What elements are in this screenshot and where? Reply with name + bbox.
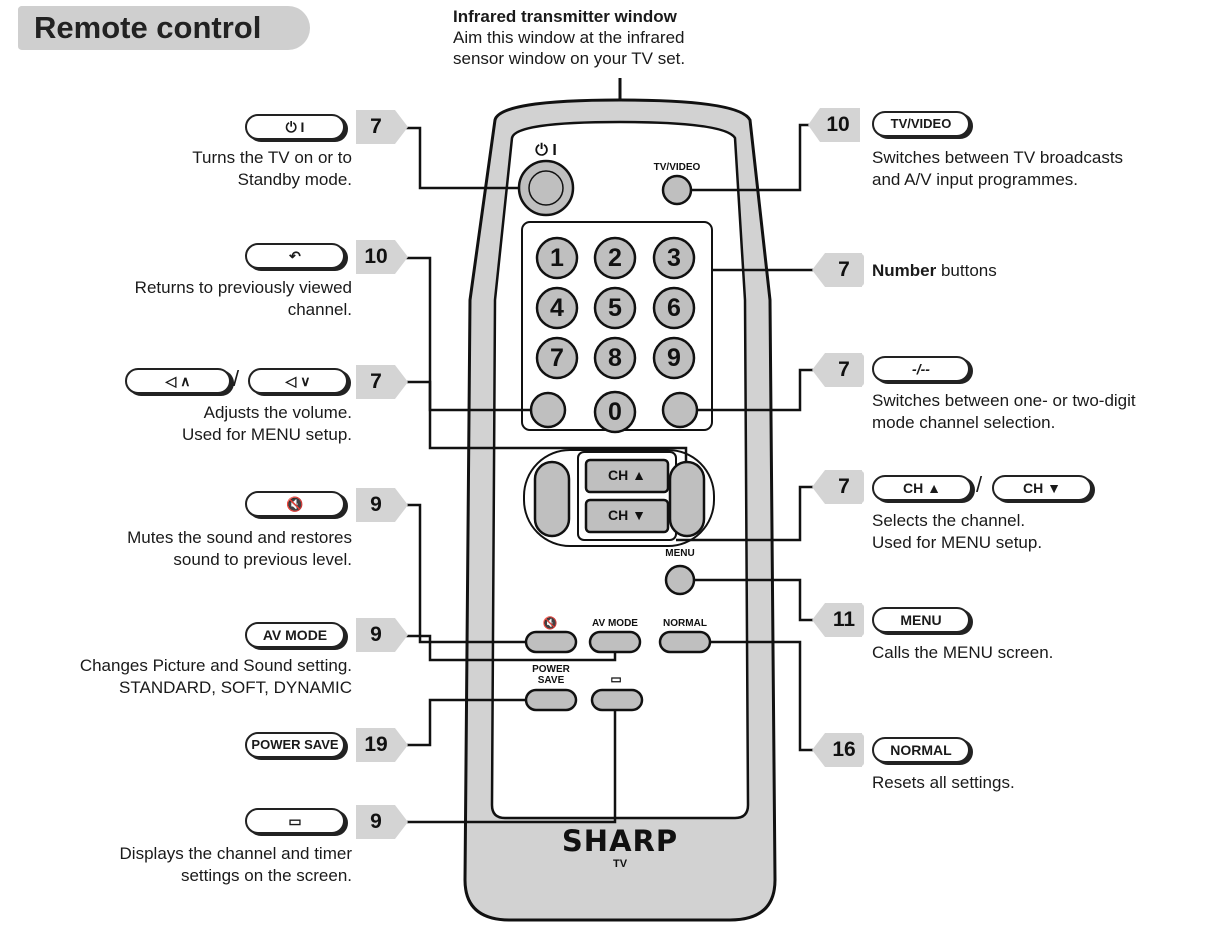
page-title: Remote control bbox=[18, 6, 310, 50]
power-desc2: Standby mode. bbox=[237, 170, 352, 189]
flashback-page: 10 bbox=[356, 241, 396, 273]
key-3[interactable]: 3 bbox=[667, 244, 681, 272]
mute-page: 9 bbox=[356, 489, 396, 521]
remote-powersave-label1: POWER bbox=[532, 664, 570, 675]
remote-mute-label: 🔇 bbox=[542, 616, 558, 630]
brand-logo: SHARP bbox=[561, 824, 679, 858]
normal-button[interactable]: NORMAL bbox=[872, 737, 970, 763]
volume-desc2: Used for MENU setup. bbox=[181, 425, 352, 444]
key-7[interactable]: 7 bbox=[550, 344, 564, 372]
tvvideo-desc2: and A/V input programmes. bbox=[872, 170, 1079, 189]
channel-page: 7 bbox=[824, 471, 864, 503]
key-9[interactable]: 9 bbox=[667, 344, 681, 372]
digit-desc2: mode channel selection. bbox=[872, 413, 1056, 432]
remote-powersave-label2: SAVE bbox=[537, 675, 565, 686]
number-desc-rest: buttons bbox=[936, 261, 997, 280]
avmode-button[interactable]: AV MODE bbox=[245, 622, 345, 648]
number-desc: Number buttons bbox=[872, 260, 1122, 281]
volume-page: 7 bbox=[356, 366, 396, 398]
menu-desc: Calls the MENU screen. bbox=[872, 643, 1054, 662]
volume-sep: / bbox=[233, 366, 240, 391]
key-4[interactable]: 4 bbox=[550, 294, 564, 322]
number-page: 7 bbox=[824, 254, 864, 286]
volume-up-button[interactable]: ◁ ∧ bbox=[125, 368, 231, 394]
number-keys bbox=[535, 236, 696, 434]
remote-ch-down[interactable]: CH ▼ bbox=[608, 507, 646, 523]
remote-ch-up[interactable]: CH ▲ bbox=[608, 467, 646, 483]
tvvideo-page: 10 bbox=[818, 109, 858, 141]
display-desc1: Displays the channel and timer bbox=[119, 844, 352, 863]
flashback-desc2: channel. bbox=[287, 300, 352, 319]
powersave-page: 19 bbox=[356, 729, 396, 761]
ch-up-button[interactable]: CH ▲ bbox=[872, 475, 972, 501]
display-button[interactable]: ▭ bbox=[245, 808, 345, 834]
digit-button[interactable]: -/-- bbox=[872, 356, 970, 382]
menu-page: 11 bbox=[824, 604, 864, 636]
key-1[interactable]: 1 bbox=[550, 244, 564, 272]
digit-page: 7 bbox=[824, 354, 864, 386]
remote-display-icon: ▭ bbox=[610, 672, 622, 686]
remote-menu-label: MENU bbox=[665, 548, 695, 559]
key-5[interactable]: 5 bbox=[608, 294, 622, 322]
key-2[interactable]: 2 bbox=[608, 244, 622, 272]
key-6[interactable]: 6 bbox=[667, 294, 681, 322]
mute-desc2: sound to previous level. bbox=[173, 550, 352, 569]
remote-avmode-label: AV MODE bbox=[592, 618, 638, 629]
volume-down-button[interactable]: ◁ ∨ bbox=[248, 368, 348, 394]
avmode-page: 9 bbox=[356, 619, 396, 651]
key-8[interactable]: 8 bbox=[608, 344, 622, 372]
key-0[interactable]: 0 bbox=[608, 398, 622, 426]
display-desc2: settings on the screen. bbox=[180, 866, 352, 885]
ch-down-button[interactable]: CH ▼ bbox=[992, 475, 1092, 501]
normal-page: 16 bbox=[824, 734, 864, 766]
digit-desc1: Switches between one- or two-digit bbox=[872, 391, 1136, 410]
power-button[interactable]: ⏻ I bbox=[245, 114, 345, 140]
ir-heading: Infrared transmitter window bbox=[453, 7, 677, 26]
volume-desc1: Adjusts the volume. bbox=[203, 403, 352, 422]
ir-line2: sensor window on your TV set. bbox=[453, 49, 686, 68]
channel-desc1: Selects the channel. bbox=[872, 511, 1026, 530]
avmode-desc1: Changes Picture and Sound setting. bbox=[79, 656, 352, 675]
remote-tvvideo-label: TV/VIDEO bbox=[653, 162, 701, 173]
remote-normal-label: NORMAL bbox=[663, 618, 707, 629]
flashback-desc1: Returns to previously viewed bbox=[134, 278, 352, 297]
channel-sep: / bbox=[976, 472, 983, 497]
remote-power-label: ⏻ I bbox=[535, 142, 557, 159]
powersave-button[interactable]: POWER SAVE bbox=[245, 732, 345, 758]
brand-sub: TV bbox=[612, 858, 628, 870]
tvvideo-desc1: Switches between TV broadcasts bbox=[872, 148, 1124, 167]
normal-desc: Resets all settings. bbox=[872, 773, 1015, 792]
ir-line1: Aim this window at the infrared bbox=[453, 28, 685, 47]
power-desc1: Turns the TV on or to bbox=[192, 148, 352, 167]
number-desc-bold: Number bbox=[872, 261, 937, 280]
menu-button[interactable]: MENU bbox=[872, 607, 970, 633]
display-page: 9 bbox=[356, 806, 396, 838]
mute-button[interactable]: 🔇 bbox=[245, 491, 345, 517]
channel-desc2: Used for MENU setup. bbox=[872, 533, 1043, 552]
tvvideo-button[interactable]: TV/VIDEO bbox=[872, 111, 970, 137]
mute-desc1: Mutes the sound and restores bbox=[127, 528, 352, 547]
power-page: 7 bbox=[356, 111, 396, 143]
flashback-button[interactable]: ↶ bbox=[245, 243, 345, 269]
avmode-desc2: STANDARD, SOFT, DYNAMIC bbox=[119, 678, 352, 697]
